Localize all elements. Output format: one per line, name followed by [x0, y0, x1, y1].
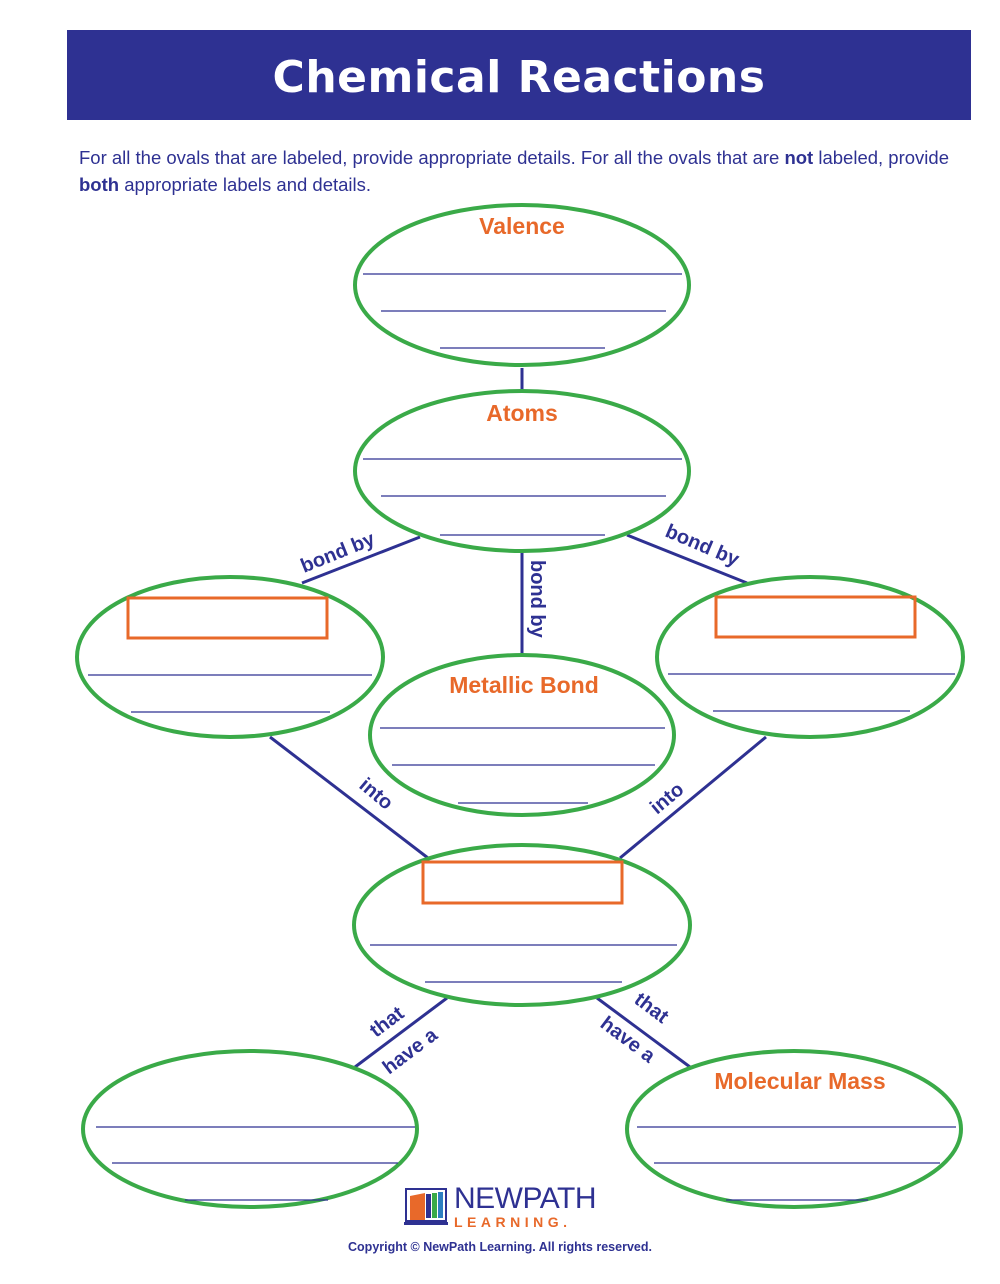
oval-right-bond [655, 575, 965, 739]
connector-atoms-left [301, 535, 421, 585]
page-title: Chemical Reactions [272, 51, 766, 103]
logo-text-learning: LEARNING. [453, 1214, 572, 1230]
footer: NEWPATH LEARNING. Copyright © NewPath Le… [0, 1184, 1000, 1254]
oval-compounds [352, 843, 692, 1007]
instructions-bold-both: both [79, 174, 120, 195]
link-label-bond-by-center: bond by [526, 560, 548, 639]
instructions-text-1: For all the ovals that are labeled, prov… [79, 147, 785, 168]
link-label-that-right: that [630, 988, 673, 1028]
copyright-text: Copyright © NewPath Learning. All rights… [348, 1239, 652, 1254]
instructions-text-2: labeled, provide [813, 147, 949, 168]
oval-label-valence: Valence [479, 213, 565, 239]
label-box-right-bond[interactable] [714, 595, 917, 639]
label-box-left-bond[interactable] [126, 596, 329, 640]
connector-compounds-bottomleft [354, 996, 448, 1069]
newpath-logo: NEWPATH LEARNING. [403, 1182, 597, 1230]
title-banner: Chemical Reactions [67, 30, 971, 120]
oval-metallic-bond [368, 653, 676, 817]
label-box-compounds[interactable] [421, 860, 624, 905]
oval-label-atoms: Atoms [486, 400, 558, 426]
link-label-into-right: into [646, 778, 688, 818]
connector-left-compounds [269, 735, 429, 860]
connector-right-compounds [619, 735, 767, 860]
oval-valence [353, 203, 691, 367]
connector-compounds-molecularmass [596, 996, 691, 1069]
link-label-that-left: that [366, 1002, 409, 1042]
connector-atoms-right [626, 533, 748, 585]
book-computer-icon [403, 1187, 448, 1225]
oval-label-metallic-bond: Metallic Bond [449, 672, 599, 698]
instructions: For all the ovals that are labeled, prov… [79, 144, 979, 198]
oval-bottom-left [81, 1049, 419, 1209]
oval-left-bond [75, 575, 385, 739]
oval-atoms [353, 389, 691, 553]
oval-molecular-mass [625, 1049, 963, 1209]
logo-text-newpath: NEWPATH [453, 1182, 597, 1215]
oval-label-molecular-mass: Molecular Mass [714, 1068, 885, 1094]
instructions-text-3: appropriate labels and details. [119, 174, 372, 195]
instructions-bold-not: not [784, 147, 814, 168]
